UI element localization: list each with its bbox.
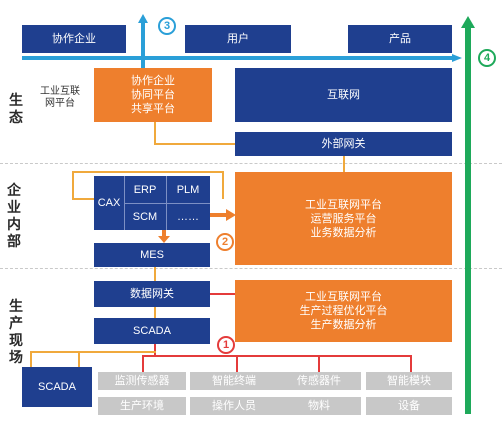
connector-line xyxy=(72,171,224,173)
external-gateway-box: 外部网关 xyxy=(235,132,452,156)
grid-divider xyxy=(124,203,210,204)
marker-4: 4 xyxy=(478,49,496,67)
layer-label-eco: 生 态 xyxy=(9,92,23,125)
enterprise-systems-grid: CAX ERP PLM SCM …… xyxy=(94,176,210,230)
connector-line xyxy=(78,351,80,367)
layer-separator-bottom xyxy=(0,268,502,269)
marker-3: 3 xyxy=(158,17,176,35)
device-operator: 操作人员 xyxy=(190,397,278,415)
connector-line xyxy=(154,307,156,318)
scm-label: SCM xyxy=(132,210,158,223)
device-equipment: 设备 xyxy=(366,397,452,415)
connector-line-red xyxy=(410,355,412,372)
horizontal-arrow xyxy=(22,54,462,62)
connector-line xyxy=(30,351,32,367)
collab-platform-box: 协作企业 协同平台 共享平台 xyxy=(94,68,212,122)
erp-label: ERP xyxy=(133,183,157,196)
connector-line-red xyxy=(154,344,156,356)
device-smart-terminal: 智能终端 xyxy=(190,372,278,390)
connector-line-red xyxy=(210,293,235,295)
green-arrow xyxy=(461,16,475,414)
layer-label-production: 生 产 现 场 xyxy=(9,298,23,365)
top-box-product: 产品 xyxy=(348,25,452,53)
top-box-user: 用户 xyxy=(185,25,291,53)
cax-label: CAX xyxy=(97,197,121,209)
connector-line xyxy=(72,171,74,199)
connector-line xyxy=(154,267,156,281)
connector-line-red xyxy=(318,355,320,372)
top-box-collab: 协作企业 xyxy=(22,25,126,53)
connector-line xyxy=(154,143,235,145)
connector-line xyxy=(343,156,345,172)
connector-line-red xyxy=(142,355,144,372)
connector-line xyxy=(30,351,156,353)
connector-line xyxy=(154,122,156,144)
mes-box: MES xyxy=(94,243,210,267)
connector-line xyxy=(72,198,94,200)
layer-label-enterprise: 企 业 内 部 xyxy=(7,182,21,249)
device-smart-module: 智能模块 xyxy=(366,372,452,390)
device-sensor-component: 传感器件 xyxy=(277,372,361,390)
arrow-right-orange xyxy=(210,209,236,221)
plm-label: PLM xyxy=(176,183,200,196)
platform-side-label: 工业互联 网平台 xyxy=(40,86,80,109)
connector-line xyxy=(222,171,224,199)
device-material: 物料 xyxy=(277,397,361,415)
enterprise-platform-box: 工业互联网平台 运营服务平台 业务数据分析 xyxy=(235,172,452,265)
vertical-up-arrow xyxy=(138,14,148,70)
device-monitor-sensor: 监测传感器 xyxy=(98,372,186,390)
marker-1: 1 xyxy=(217,336,235,354)
connector-line-red xyxy=(142,355,412,357)
data-gateway-box: 数据网关 xyxy=(94,281,210,307)
arrow-down-orange xyxy=(158,230,170,243)
internet-box: 互联网 xyxy=(235,68,452,122)
more-label: …… xyxy=(177,210,199,223)
layer-separator-top xyxy=(0,163,502,164)
marker-2: 2 xyxy=(216,233,234,251)
scada-bottom-box: SCADA xyxy=(22,367,92,407)
production-platform-box: 工业互联网平台 生产过程优化平台 生产数据分析 xyxy=(235,280,452,342)
device-environment: 生产环境 xyxy=(98,397,186,415)
scada-box: SCADA xyxy=(94,318,210,344)
connector-line-red xyxy=(236,355,238,372)
